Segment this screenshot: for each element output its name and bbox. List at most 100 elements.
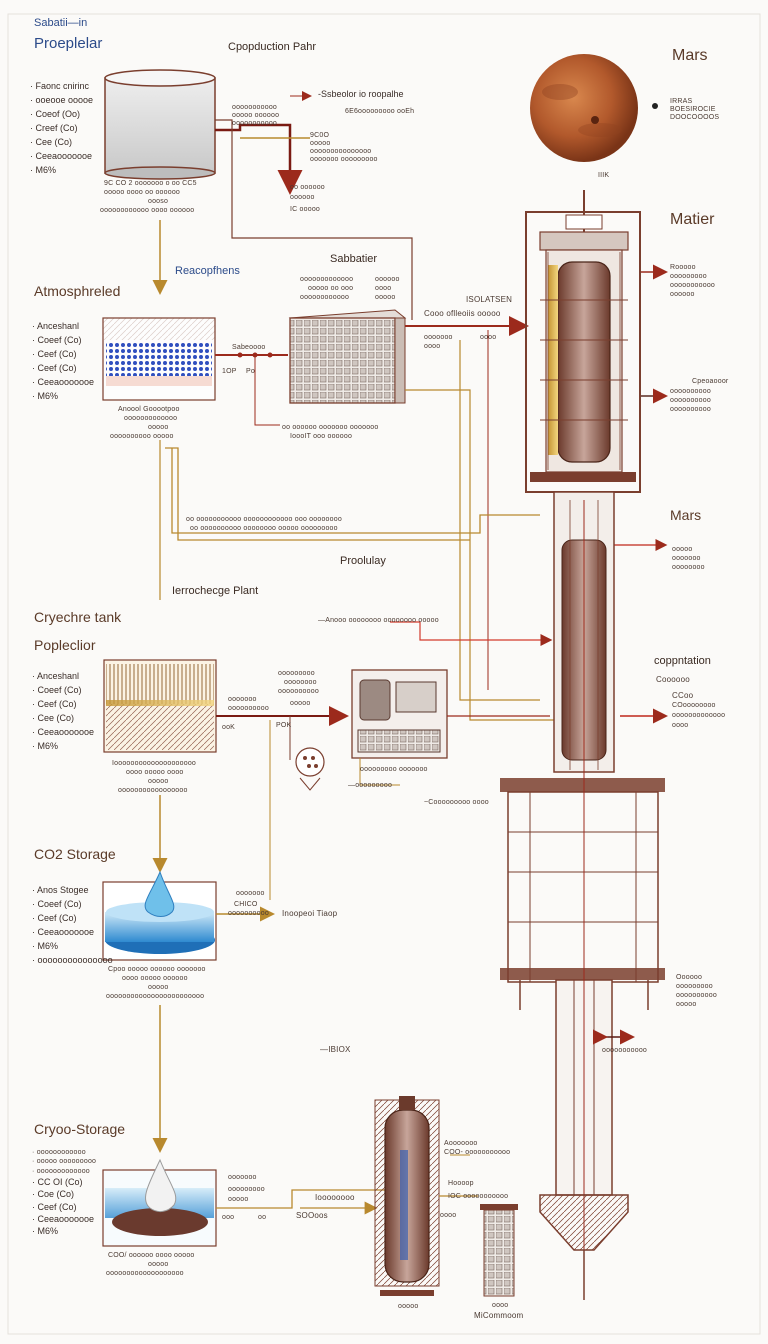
- atmos-pipe-small-1: 1OP: [222, 368, 237, 375]
- top-storage-tank: [104, 69, 216, 180]
- bullet: Anos Stogee: [32, 884, 113, 898]
- top-note-mid-2: ooooo oooooo: [232, 112, 280, 119]
- bullet: Creef (Co): [30, 122, 93, 136]
- top-note-mid-3: ooooooooooo: [232, 120, 278, 127]
- storage-rack: [480, 1204, 518, 1297]
- cryo-pipe-label-2: ooooooooo: [228, 1186, 265, 1193]
- co2-pipe-note-2: CHICO: [234, 901, 258, 908]
- plant-label: Ierrochecge Plant: [172, 585, 259, 597]
- pipe-note2-2: oooooo: [290, 194, 315, 201]
- top-note-right-1: -Ssbeolor io roopalhe: [318, 89, 404, 99]
- opsect-4: oooooooooo: [670, 406, 711, 413]
- bullet: ooooooooooooo: [32, 1167, 96, 1176]
- top-tank-caption-3: oooso: [148, 198, 169, 205]
- frame-note-3: oooooooooo: [676, 992, 717, 999]
- cryo-pipe-label-3: ooooo: [228, 1196, 249, 1203]
- bullet: ooooo ooooooooo: [32, 1157, 96, 1166]
- bullet: Cee (Co): [30, 136, 93, 150]
- cryechre-pipe-label-2: oooooooooo: [228, 705, 269, 712]
- processing-machine: [351, 669, 448, 759]
- cryo-mid-label: Ioooooooo: [315, 1193, 355, 1202]
- frame-note-4: ooooo: [676, 1001, 697, 1008]
- column-top-label: IIIK: [598, 172, 610, 179]
- atmos-bullets: Anceshanl Coeef (Co) Ceef (Co) Ceef (Co)…: [32, 320, 94, 404]
- sabatier-bottom-2: IoooIT ooo oooooo: [290, 433, 353, 440]
- pipe-note2-3: IC ooooo: [290, 206, 321, 213]
- cryo-caption-3: ooooooooooooooooooo: [106, 1270, 184, 1277]
- atmosphere-processor: [102, 317, 216, 401]
- copp-note-3: ooooooooooooo: [672, 712, 726, 719]
- matier-title: Matier: [670, 211, 715, 228]
- atmos-caption-2: ooooooooooooo: [124, 415, 178, 422]
- bullet: M6%: [32, 740, 94, 754]
- cryo-bullets: oooooooooooo ooooo ooooooooo ooooooooooo…: [32, 1148, 96, 1237]
- page-title: Proeplelar: [34, 35, 103, 52]
- sabatier-small-1: ooooooo: [424, 334, 453, 341]
- machine-bottom-note: —ooooooooo: [348, 782, 393, 789]
- bullet: Ceeaooooooe: [30, 150, 93, 164]
- sabatier-note-1: ooooooooooooo: [300, 276, 354, 283]
- filter-wheel: [295, 747, 325, 777]
- bullet: Ceeaooooooe: [32, 1213, 96, 1225]
- bullet: Ceeaooooooe: [32, 726, 95, 740]
- atmos-caption-3: ooooo: [148, 424, 169, 431]
- sabatier-side-2: oooo: [375, 285, 392, 292]
- bullet: Ceeaooooooe: [32, 376, 95, 390]
- wide-note-2: oo oooooooooo oooooooo ooooo ooooooooo: [190, 525, 338, 532]
- bullet: Coeef (Co): [32, 684, 94, 698]
- bullet: Ceef (Co): [32, 1201, 96, 1213]
- cryo-pipe-small-1: ooo: [222, 1214, 235, 1221]
- matier-note-1: Rooooo: [670, 264, 696, 271]
- bullet: Ceef (Co): [32, 912, 113, 926]
- machine-note-3: oooooooooo: [278, 688, 319, 695]
- bullet: Cee (Co): [32, 712, 94, 726]
- machine-note-2: oooooooo: [284, 679, 317, 686]
- reac-label: Reacopfhens: [175, 265, 240, 277]
- matier-note-4: oooooo: [670, 291, 695, 298]
- cryechre-title: Cryechre tank: [34, 609, 122, 625]
- co2-caption-2: oooo ooooo oooooo: [122, 975, 188, 982]
- cryo-caption-1: COO/ oooooo oooo ooooo: [108, 1252, 195, 1259]
- pipe-note2-1: oo oooooo: [290, 184, 325, 191]
- cryo-pipe-small-2: oo: [258, 1214, 267, 1221]
- co2-caption-1: Cpoo ooooo oooooo ooooooo: [108, 966, 206, 973]
- cryechre-pipe-small-2: POK: [276, 722, 292, 729]
- sabatier-side-1: oooooo: [375, 276, 400, 283]
- atmos-caption-4: oooooooooo ooooo: [110, 433, 174, 440]
- pipe-note-3: ooooooooooooooo: [310, 148, 372, 155]
- co2-pipe-note-1: ooooooo: [236, 890, 265, 897]
- top-tank-caption-2: ooooo oooo oo oooooo: [104, 189, 181, 196]
- bullet: M6%: [32, 390, 94, 404]
- tank-note2-2: IOC ooooooooooo: [448, 1193, 509, 1200]
- cryechre-pipe-label-1: ooooooo: [228, 696, 257, 703]
- mars-note-3: DOOCOOOOS: [670, 114, 720, 121]
- bullet: Anceshanl: [32, 320, 94, 334]
- atmos-title: Atmosphreled: [34, 283, 121, 299]
- isolation-arrow-note: Cooo oflleoiis ooooo: [424, 309, 501, 318]
- frame-note-1: Oooooo: [676, 974, 703, 981]
- copp-note-2: COoooooooo: [672, 702, 716, 709]
- rack-caption-2: MiCommoom: [474, 1311, 524, 1320]
- co2-bullets: Anos Stogee Coeef (Co) Ceef (Co) Ceeaooo…: [32, 884, 113, 968]
- bullet: Ceeaooooooe: [32, 926, 113, 940]
- opsect-3: oooooooooo: [670, 397, 711, 404]
- tank-note2-1: Hoooop: [448, 1180, 474, 1187]
- top-tank-caption-1: 9C CO 2 ooooooo o oo CC5: [104, 180, 197, 187]
- double-arrow-label: ooooooooooo: [602, 1047, 648, 1054]
- co2-caption-4: oooooooooooooooooooooooo: [106, 993, 205, 1000]
- tank-caption: ooooo: [398, 1303, 419, 1310]
- cryechre-bullets: Anceshanl Coeef (Co) Ceef (Co) Cee (Co) …: [32, 670, 94, 754]
- co2-title: CO2 Storage: [34, 846, 116, 862]
- sabatier-small-3: oooo: [480, 334, 497, 341]
- top-note-mid-1: ooooooooooo: [232, 104, 278, 111]
- matier-note-3: ooooooooooo: [670, 282, 716, 289]
- copp-note-1: CCoo: [672, 691, 694, 700]
- sabatier-reactor: [288, 309, 407, 404]
- mars2-title: Mars: [670, 507, 702, 523]
- mars-note-1: IRRAS: [670, 98, 693, 105]
- bullet: Ceef (Co): [32, 348, 94, 362]
- mars2-note-1: ooooo: [672, 546, 693, 553]
- mars-title: Mars: [672, 47, 708, 64]
- isolation-label: ISOLATSEN: [466, 295, 513, 304]
